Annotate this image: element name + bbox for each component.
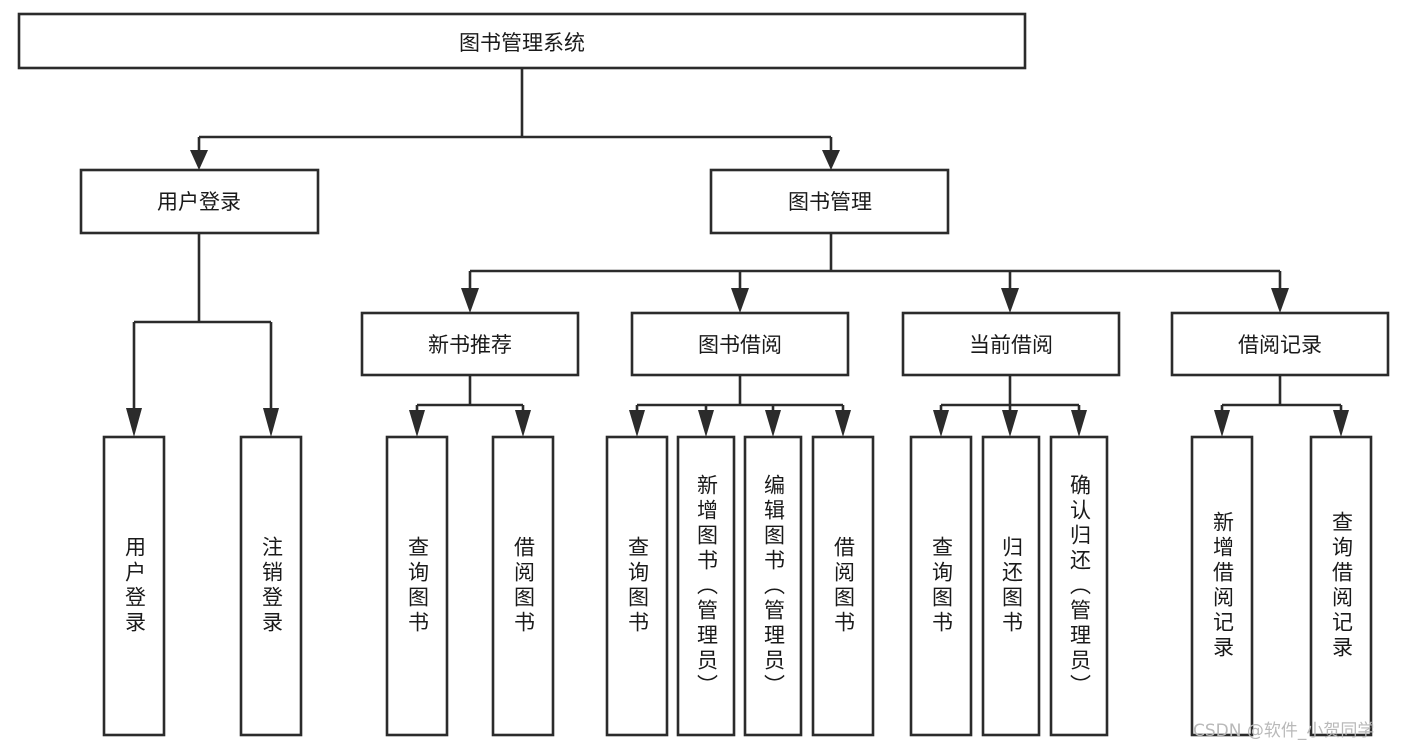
node-box-leaf-query-book-3[interactable] [909,435,973,737]
arrowhead-newbook-leaf-2 [515,410,531,437]
arrowhead-borrow-leaf-3 [765,410,781,437]
arrowhead-current-leaf-3 [1071,410,1087,437]
node-box-leaf-query-book-1[interactable] [385,435,449,737]
arrowhead-current-leaf-2 [1002,410,1018,437]
arrowhead-record-leaf-1 [1214,410,1230,437]
arrowhead-newbook-leaf-1 [409,410,425,437]
node-box-leaf-query-book-2[interactable] [605,435,669,737]
arrowhead-borrow-record [1271,288,1289,313]
arrowhead-user-login [190,150,208,170]
arrowhead-borrow-leaf-1 [629,410,645,437]
node-box-book-borrow[interactable] [630,311,850,377]
connector-layer [126,68,1349,437]
node-box-current-borrow[interactable] [901,311,1121,377]
arrowhead-book-mgmt [822,150,840,170]
node-box-leaf-return-book[interactable] [981,435,1041,737]
node-box-user-login[interactable] [79,168,320,235]
arrowhead-borrow-leaf-4 [835,410,851,437]
arrowhead-new-book-rec [461,288,479,313]
node-label-user-login: 用户登录 [157,190,241,214]
arrowhead-leaf-logout [263,408,279,437]
node-label-book-management: 图书管理 [788,190,872,214]
node-layer: 图书管理系统 用户登录 图书管理 新书推荐 图书借阅 当前借阅 借阅记录 [17,12,1390,737]
arrowhead-book-borrow [731,288,749,313]
node-box-root[interactable] [17,12,1027,70]
node-box-borrow-record[interactable] [1170,311,1390,377]
node-box-leaf-add-book-admin[interactable] [676,435,736,737]
node-label-borrow-record: 借阅记录 [1238,333,1322,357]
node-box-leaf-borrow-book-1[interactable] [491,435,555,737]
arrowhead-current-borrow [1001,288,1019,313]
arrowhead-borrow-leaf-2 [698,410,714,437]
arrowhead-current-leaf-1 [933,410,949,437]
node-box-leaf-add-borrow-record[interactable] [1190,435,1254,737]
node-box-book-management[interactable] [709,168,950,235]
node-label-book-borrow: 图书借阅 [698,333,782,357]
node-label-new-book-recommend: 新书推荐 [428,333,512,357]
node-box-new-book-recommend[interactable] [360,311,580,377]
arrowhead-leaf-user-login [126,408,142,437]
node-box-leaf-edit-book-admin[interactable] [743,435,803,737]
node-box-leaf-query-borrow-record[interactable] [1309,435,1373,737]
node-box-leaf-logout[interactable] [239,435,303,737]
arrowhead-record-leaf-2 [1333,410,1349,437]
node-box-leaf-borrow-book-2[interactable] [811,435,875,737]
node-box-leaf-confirm-return-admin[interactable] [1049,435,1109,737]
node-box-leaf-user-login[interactable] [102,435,166,737]
node-label-root: 图书管理系统 [459,31,585,55]
node-label-current-borrow: 当前借阅 [969,333,1053,357]
